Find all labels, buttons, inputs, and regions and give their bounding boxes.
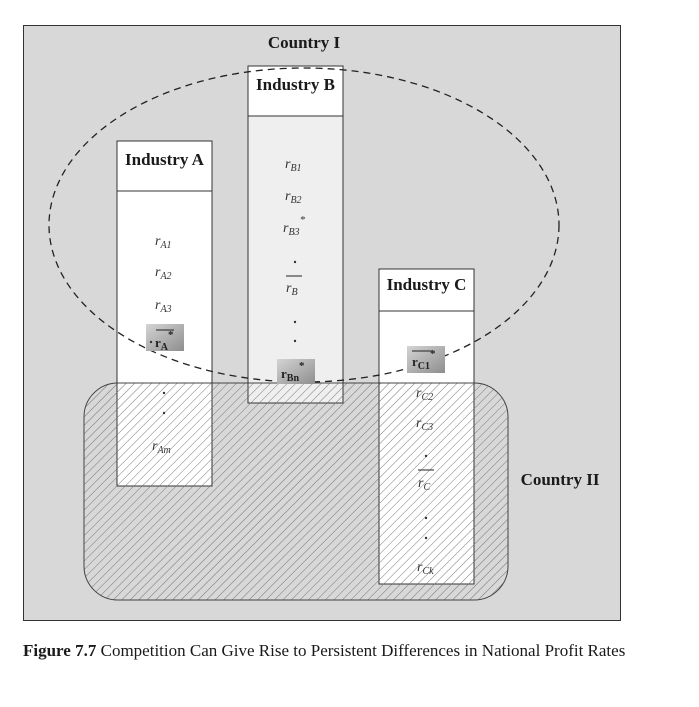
country-two-region bbox=[83, 382, 509, 601]
industry-b-highlight bbox=[277, 359, 315, 384]
rate-label: rC1* bbox=[412, 348, 436, 372]
figure-caption: Figure 7.7 Competition Can Give Rise to … bbox=[23, 637, 663, 664]
rate-label: rB3* bbox=[283, 214, 306, 238]
rate-label: rB bbox=[286, 281, 298, 298]
rate-label: rC2 bbox=[416, 386, 433, 403]
industry-a-rates: rA1 rA2 rA3 rA* rAm bbox=[146, 234, 184, 456]
rate-label: rA* bbox=[155, 329, 174, 353]
ellipsis-dot bbox=[162, 391, 166, 395]
industry-b-rates: rB1 rB2 rB3* rB rBn* bbox=[277, 157, 315, 384]
ellipsis-dot bbox=[424, 536, 428, 540]
ellipsis-dot bbox=[424, 516, 428, 520]
rate-label: rB2 bbox=[285, 189, 302, 206]
rate-label: rB1 bbox=[285, 157, 302, 174]
industry-b-title: Industry B bbox=[256, 75, 335, 94]
rate-label: rC bbox=[418, 476, 430, 493]
ellipsis-dot bbox=[162, 411, 166, 415]
rate-label: rA1 bbox=[155, 234, 172, 251]
ellipsis-dot bbox=[293, 320, 297, 324]
country-two-label: Country II bbox=[521, 470, 600, 489]
ellipsis-dot bbox=[293, 339, 297, 343]
rate-label: rAm bbox=[152, 439, 171, 456]
industry-a-highlight bbox=[146, 324, 184, 351]
rate-label: rBn* bbox=[281, 360, 305, 384]
country-one-label: Country I bbox=[268, 33, 341, 52]
industry-c-rates: rC1* rC2 rC3 rC rCk bbox=[407, 346, 445, 577]
industry-a-title: Industry A bbox=[125, 150, 205, 169]
rate-label: rA3 bbox=[155, 298, 172, 315]
ellipsis-dot bbox=[424, 454, 428, 458]
rate-label: rC3 bbox=[416, 416, 433, 433]
figure-caption-text: Competition Can Give Rise to Persistent … bbox=[100, 641, 626, 660]
rate-label: rCk bbox=[417, 560, 434, 577]
rate-label: rA2 bbox=[155, 265, 172, 282]
figure-number: Figure 7.7 bbox=[23, 641, 97, 660]
industry-c-title: Industry C bbox=[387, 275, 467, 294]
ellipsis-dot bbox=[149, 340, 153, 344]
ellipsis-dot bbox=[293, 260, 297, 264]
